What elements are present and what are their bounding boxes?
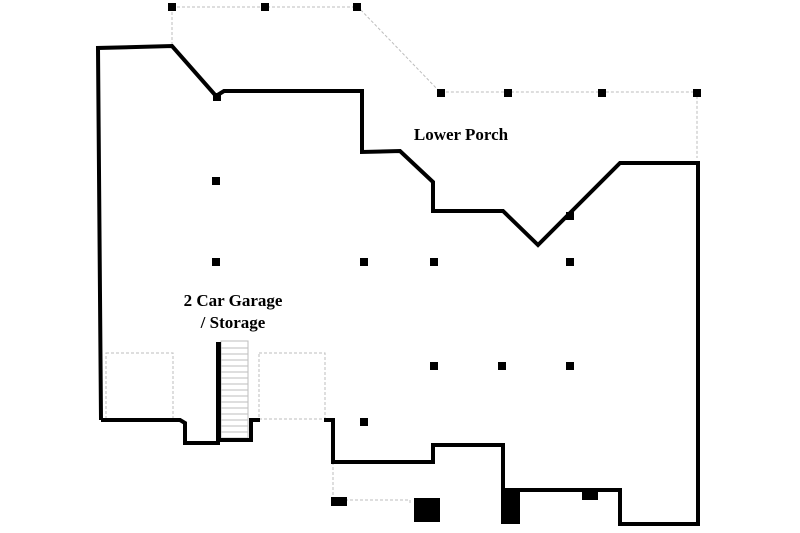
garage-label-line-1: 2 Car Garage xyxy=(184,291,283,310)
bottom-wall-block-3 xyxy=(582,488,598,500)
porch-post xyxy=(353,3,361,11)
column xyxy=(212,258,220,266)
left-pad-outline xyxy=(105,352,174,420)
wall-blocks xyxy=(331,488,598,524)
stair-treads xyxy=(221,347,248,439)
lower-porch-label: Lower Porch xyxy=(414,125,509,144)
exterior-wall xyxy=(95,43,700,526)
porch-post xyxy=(168,3,176,11)
column xyxy=(360,418,368,426)
column xyxy=(566,258,574,266)
light-outlines xyxy=(105,6,698,503)
bottom-pad-outline xyxy=(332,462,411,503)
garage-door-jamb-right xyxy=(217,342,260,442)
column xyxy=(360,258,368,266)
column xyxy=(212,177,220,185)
garage-label-line-2: / Storage xyxy=(200,313,266,332)
porch-post xyxy=(437,89,445,97)
porch-post xyxy=(693,89,701,97)
bottom-wall-block-4 xyxy=(331,497,347,506)
stair xyxy=(220,340,249,441)
right-pad-outline xyxy=(258,352,326,420)
porch-post xyxy=(598,89,606,97)
column xyxy=(430,362,438,370)
column xyxy=(566,212,574,220)
bottom-wall-block-1 xyxy=(414,498,440,522)
column xyxy=(213,93,221,101)
porch-post xyxy=(504,89,512,97)
garage-door-jamb-left xyxy=(101,342,220,445)
walls xyxy=(95,43,700,526)
column xyxy=(566,362,574,370)
column xyxy=(430,258,438,266)
bottom-wall-block-2 xyxy=(501,488,520,524)
columns xyxy=(168,3,701,426)
porch-post xyxy=(261,3,269,11)
column xyxy=(498,362,506,370)
